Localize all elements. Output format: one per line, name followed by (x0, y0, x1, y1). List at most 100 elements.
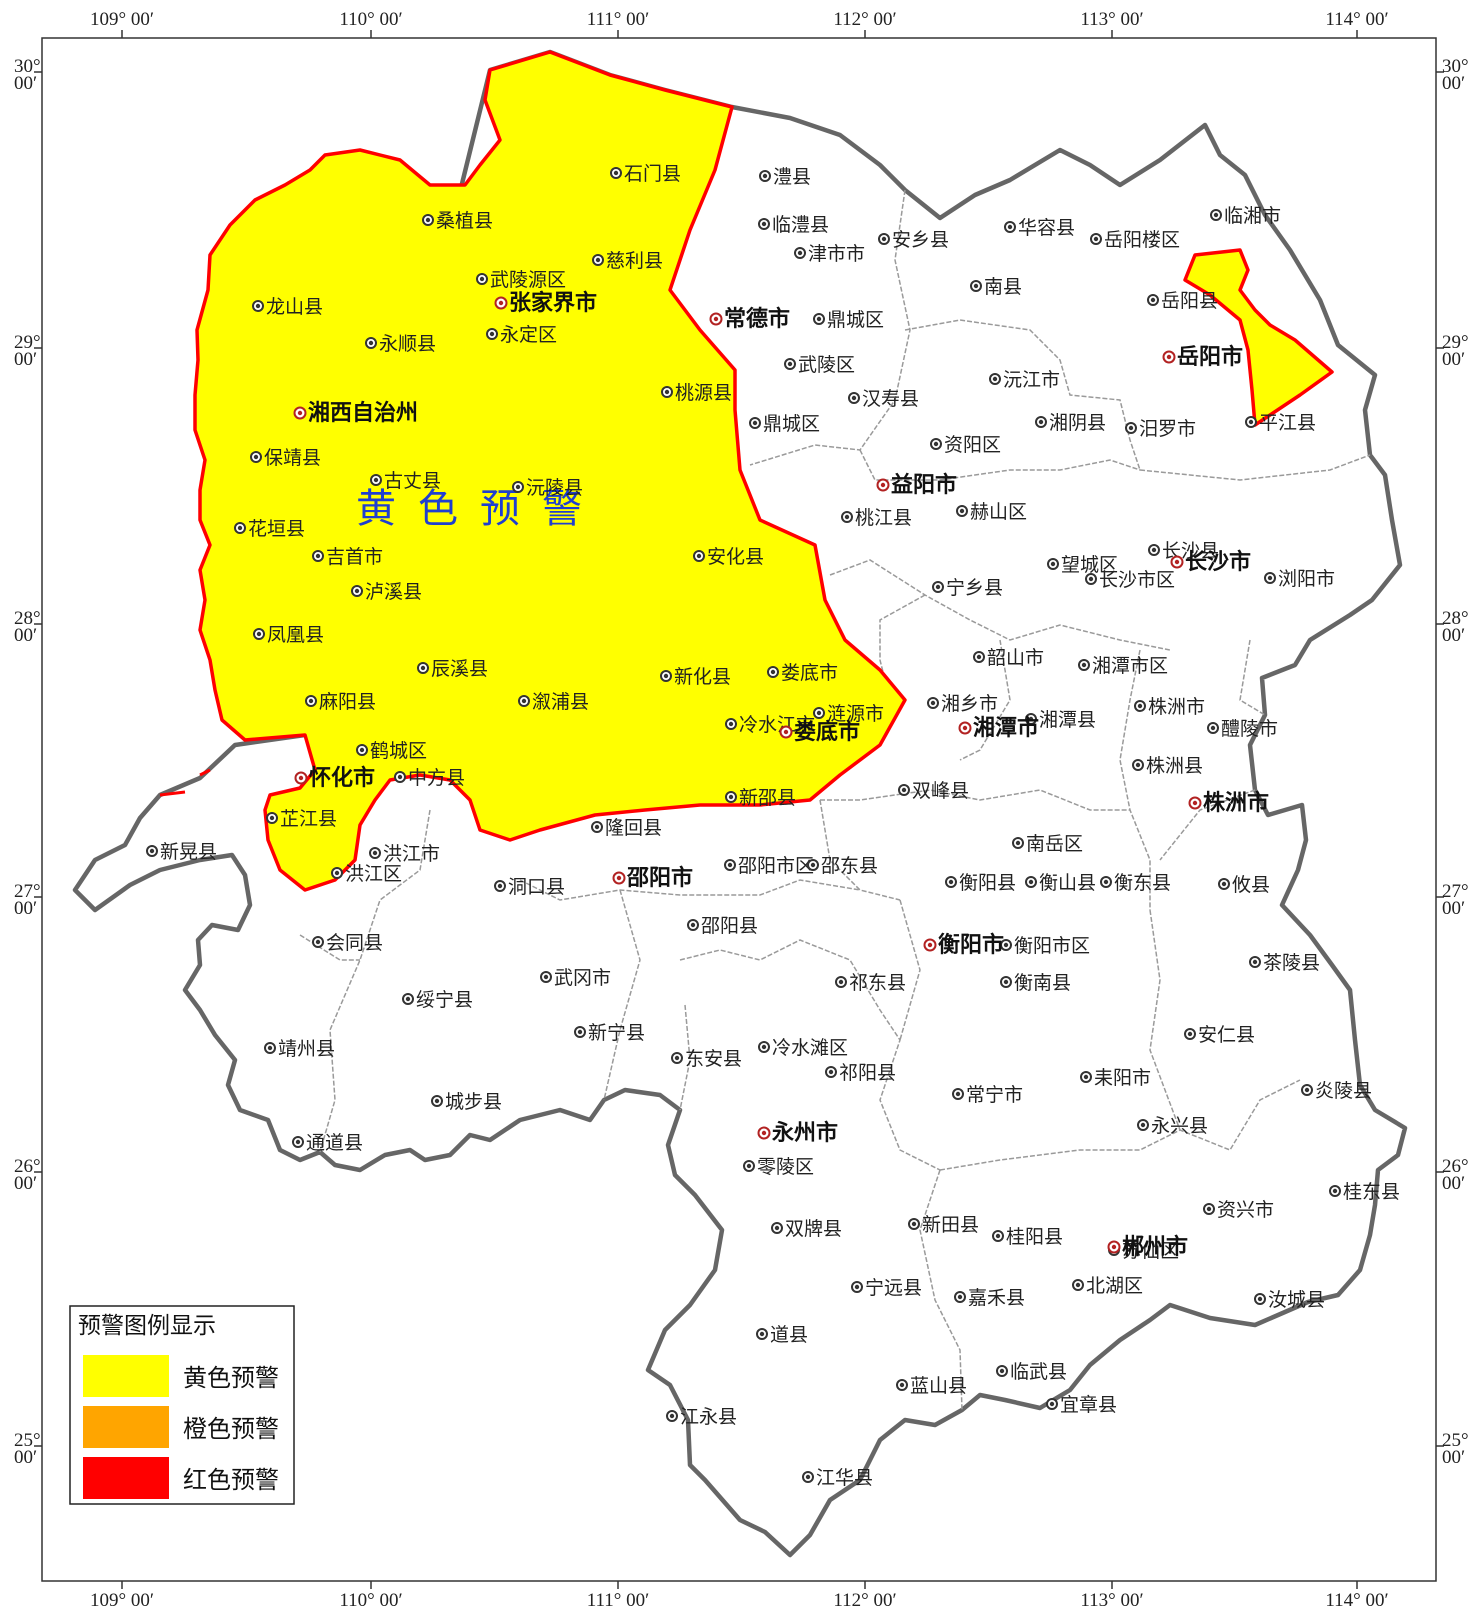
county-marker-dot (237, 525, 243, 531)
county-label: 江华县 (816, 1467, 873, 1489)
county-label: 凤凰县 (267, 624, 324, 646)
county-label: 宜章县 (1060, 1394, 1117, 1416)
county-marker-dot (746, 1163, 752, 1169)
lat-label-right-min: 00′ (1442, 1447, 1465, 1468)
city-marker-dot (1174, 559, 1180, 565)
county-marker-dot (497, 883, 503, 889)
county-label: 南岳区 (1026, 833, 1083, 855)
county-marker-dot (577, 1029, 583, 1035)
county-marker-dot (1015, 840, 1021, 846)
county-marker-dot (1137, 703, 1143, 709)
county-marker-dot (976, 654, 982, 660)
county-marker-dot (787, 361, 793, 367)
county-marker-dot (959, 508, 965, 514)
county-label: 炎陵县 (1315, 1080, 1372, 1102)
county-marker-dot (1213, 212, 1219, 218)
county-marker-dot (256, 631, 262, 637)
county-label: 娄底市 (781, 662, 838, 684)
city-marker-dot (1192, 800, 1198, 806)
county-label: 衡南县 (1014, 972, 1071, 994)
county-marker-dot (995, 1233, 1001, 1239)
county-marker-dot (930, 700, 936, 706)
county-label: 南县 (984, 276, 1022, 298)
county-label: 安乡县 (892, 229, 949, 251)
county-marker-dot (1093, 236, 1099, 242)
county-marker-dot (828, 1069, 834, 1075)
county-marker-dot (816, 710, 822, 716)
county-label: 浏阳市 (1278, 568, 1335, 590)
city-marker-dot (1111, 1244, 1117, 1250)
county-marker-dot (1135, 762, 1141, 768)
city-label: 湘潭市 (973, 715, 1039, 741)
county-marker-dot (805, 1474, 811, 1480)
county-label: 汉寿县 (862, 388, 919, 410)
county-label: 麻阳县 (319, 691, 376, 713)
county-label: 湘阴县 (1049, 412, 1106, 434)
county-label: 新化县 (674, 666, 731, 688)
county-marker-dot (489, 331, 495, 337)
county-marker-dot (594, 824, 600, 830)
county-marker-dot (727, 862, 733, 868)
city-label: 衡阳市 (938, 932, 1004, 958)
county-marker-dot (663, 673, 669, 679)
county-marker-dot (1150, 297, 1156, 303)
county-marker-dot (1252, 959, 1258, 965)
county-marker-dot (999, 1368, 1005, 1374)
county-marker-dot (1028, 716, 1034, 722)
county-label: 隆回县 (605, 817, 662, 839)
city-marker-dot (297, 410, 303, 416)
county-label: 通道县 (306, 1132, 363, 1154)
county-label: 嘉禾县 (968, 1287, 1025, 1309)
county-marker-dot (674, 1055, 680, 1061)
county-label: 衡阳县 (959, 872, 1016, 894)
county-label: 中方县 (408, 767, 465, 789)
lat-label-left-deg: 27° (14, 881, 41, 902)
county-marker-dot (1304, 1087, 1310, 1093)
county-label: 汨罗市 (1139, 418, 1196, 440)
legend-swatch-yellow (83, 1355, 169, 1397)
city-marker-dot (783, 729, 789, 735)
county-marker-dot (1007, 224, 1013, 230)
county-marker-dot (761, 1044, 767, 1050)
county-marker-dot (664, 389, 670, 395)
county-marker-dot (359, 747, 365, 753)
county-label: 汝城县 (1268, 1289, 1325, 1311)
county-label: 沅江市 (1003, 369, 1060, 391)
county-label: 鼎城区 (763, 413, 820, 435)
county-marker-dot (269, 815, 275, 821)
county-label: 桂阳县 (1006, 1226, 1063, 1248)
legend: 预警图例显示 黄色预警 橙色预警 红色预警 (69, 1305, 295, 1505)
county-marker-dot (1028, 879, 1034, 885)
lat-label-left-min: 00′ (14, 625, 37, 646)
lat-label-right-deg: 27° (1442, 881, 1469, 902)
county-marker-dot (816, 316, 822, 322)
county-label: 株洲市 (1148, 696, 1205, 718)
county-marker-dot (255, 303, 261, 309)
city-marker-dot (713, 316, 719, 322)
county-marker-dot (425, 217, 431, 223)
city-marker-dot (1166, 354, 1172, 360)
county-label: 绥宁县 (416, 989, 473, 1011)
lat-label-right-min: 00′ (1442, 349, 1465, 370)
county-marker-dot (354, 588, 360, 594)
lon-label-bottom: 112° 00′ (833, 1590, 896, 1611)
county-label: 安仁县 (1198, 1024, 1255, 1046)
county-marker-dot (1003, 979, 1009, 985)
county-label: 零陵区 (757, 1156, 814, 1178)
county-marker-dot (543, 974, 549, 980)
county-label: 鹤城区 (370, 740, 427, 762)
city-label: 常德市 (724, 306, 790, 332)
county-label: 临澧县 (772, 214, 829, 236)
county-label: 邵东县 (821, 855, 878, 877)
lat-label-right-deg: 30° (1442, 56, 1469, 77)
lat-label-right-min: 00′ (1442, 73, 1465, 94)
county-label: 新晃县 (160, 841, 217, 863)
county-marker-dot (759, 1331, 765, 1337)
county-marker-dot (521, 698, 527, 704)
county-label: 桃江县 (855, 507, 912, 529)
county-marker-dot (810, 862, 816, 868)
county-label: 耒阳市 (1094, 1067, 1151, 1089)
place-labels: 石门县澧县桑植县慈利县临澧县安乡县华容县岳阳楼区临湘市津市市武陵源区龙山县南县岳… (146, 163, 1400, 1489)
lon-label-bottom: 113° 00′ (1080, 1590, 1143, 1611)
county-label: 苏仙区 (1122, 1240, 1179, 1262)
